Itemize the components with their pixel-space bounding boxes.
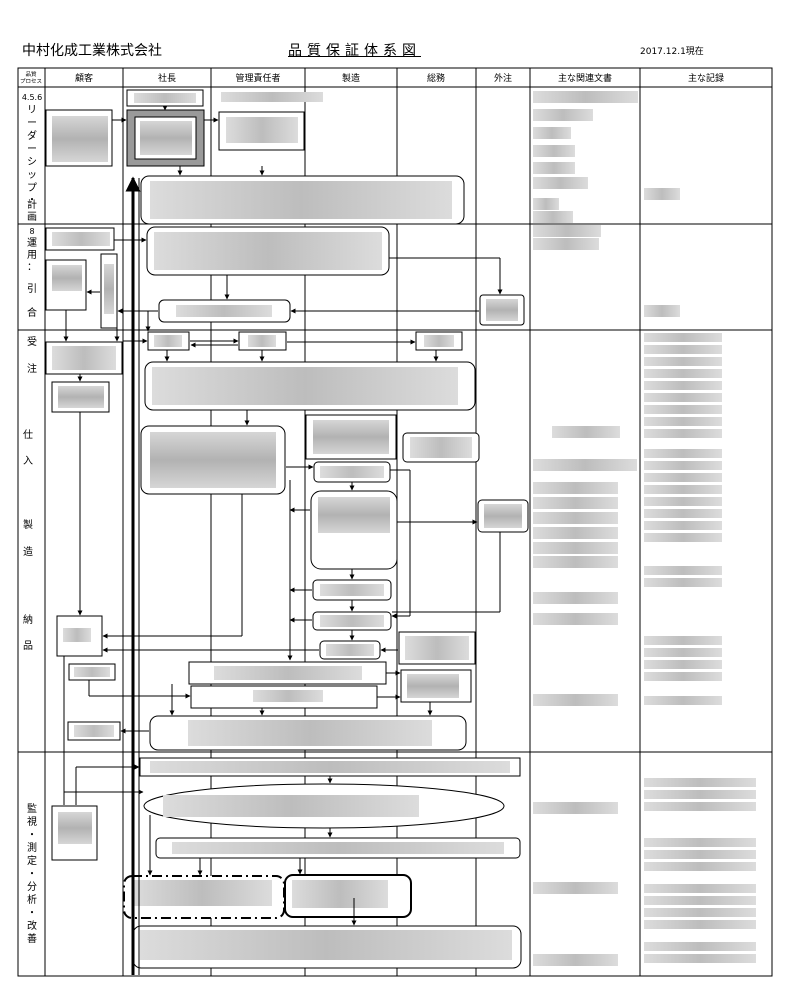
svg-text:注: 注 bbox=[27, 362, 37, 375]
svg-text:析: 析 bbox=[27, 893, 37, 906]
main-records-list bbox=[644, 188, 756, 963]
svg-text:納: 納 bbox=[23, 613, 33, 626]
related-documents-list bbox=[533, 91, 638, 966]
col-customer: 顧客 bbox=[75, 72, 93, 84]
svg-text:入: 入 bbox=[23, 456, 33, 467]
col-president: 社長 bbox=[158, 72, 176, 84]
svg-text:善: 善 bbox=[27, 932, 37, 945]
document-title: 品質保証体系図 bbox=[288, 43, 421, 59]
svg-text:仕: 仕 bbox=[23, 428, 33, 441]
svg-text:ー: ー bbox=[27, 144, 37, 155]
company-name: 中村化成工業株式会社 bbox=[22, 43, 162, 59]
svg-text:引: 引 bbox=[27, 283, 37, 295]
svg-text:プ: プ bbox=[27, 182, 37, 194]
svg-text:運: 運 bbox=[27, 237, 37, 249]
section1-number: 4.5.6 bbox=[22, 93, 42, 102]
connector-lines bbox=[63, 105, 503, 975]
col-related-documents: 主な関連文書 bbox=[558, 72, 612, 84]
svg-text:受: 受 bbox=[27, 336, 37, 348]
svg-text:・: ・ bbox=[27, 908, 37, 919]
svg-text:・: ・ bbox=[27, 830, 37, 841]
svg-text:定: 定 bbox=[27, 854, 37, 867]
process-header-line1: 品質 bbox=[25, 70, 37, 78]
svg-text:品: 品 bbox=[23, 640, 33, 652]
svg-text:造: 造 bbox=[23, 545, 33, 558]
col-main-records: 主な記録 bbox=[688, 72, 724, 84]
svg-text:ダ: ダ bbox=[27, 129, 37, 142]
svg-text:用: 用 bbox=[27, 250, 37, 261]
section2-number: 8 bbox=[29, 227, 34, 236]
svg-text:計: 計 bbox=[27, 198, 37, 211]
table-header: 品質 プロセス 顧客 社長 管理責任者 製造 総務 外注 主な関連文書 主な記録 bbox=[20, 70, 724, 85]
svg-text:合: 合 bbox=[27, 306, 37, 319]
svg-text:ッ: ッ bbox=[27, 170, 37, 181]
svg-text:監: 監 bbox=[27, 802, 37, 815]
col-qm-manager: 管理責任者 bbox=[235, 72, 280, 84]
section-labels: 4.5.6 リ ー ダ ー シ ッ プ ・ 計 画 8 運 用 ： 引 合 受 … bbox=[22, 93, 42, 945]
svg-text:視: 視 bbox=[27, 815, 37, 828]
col-general-affairs: 総務 bbox=[427, 72, 445, 84]
svg-text:・: ・ bbox=[27, 869, 37, 880]
svg-text:リ: リ bbox=[27, 105, 37, 116]
svg-text:製: 製 bbox=[23, 518, 33, 531]
document-date: 2017.12.1現在 bbox=[640, 47, 704, 57]
svg-text:ー: ー bbox=[27, 118, 37, 129]
svg-text:：: ： bbox=[27, 262, 37, 273]
svg-text:画: 画 bbox=[27, 212, 37, 223]
process-boxes bbox=[45, 89, 529, 969]
svg-text:シ: シ bbox=[27, 157, 37, 168]
col-outsourcing: 外注 bbox=[494, 72, 512, 84]
svg-text:・: ・ bbox=[27, 195, 37, 206]
col-manufacturing: 製造 bbox=[342, 72, 360, 84]
process-header-line2: プロセス bbox=[20, 78, 42, 85]
svg-text:測: 測 bbox=[27, 841, 37, 854]
svg-text:分: 分 bbox=[27, 881, 37, 893]
svg-text:改: 改 bbox=[27, 919, 37, 932]
